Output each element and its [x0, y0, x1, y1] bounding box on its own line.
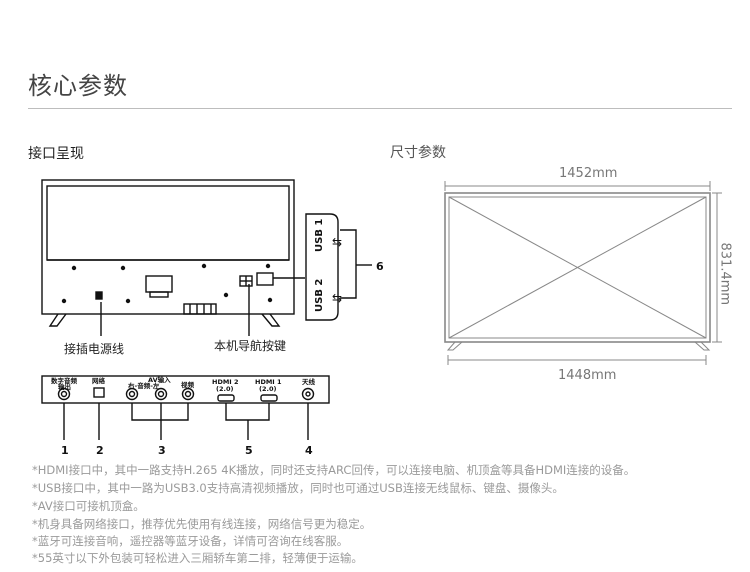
hdmi1-label: HDMI 1: [255, 378, 282, 386]
height-value: 831.4mm: [717, 242, 733, 306]
callout-2: 2: [96, 444, 104, 457]
note-usb: *USB接口中，其中一路为USB3.0支持高清视频播放，同时也可通过USB连接无…: [32, 481, 564, 495]
antenna-label: 天线: [302, 377, 316, 386]
network-label: 网络: [92, 376, 106, 385]
top-width-value: 1452mm: [559, 166, 618, 181]
audio-out-label: 数字音频: [51, 376, 78, 385]
tv-front-outline: [444, 192, 711, 343]
usb1-label: USB 1: [314, 219, 325, 252]
dimension-diagram: [444, 181, 722, 365]
bottom-width-value: 1448mm: [558, 368, 617, 383]
note-packaging: *55英寸以下外包装可轻松进入三厢轿车第二排，轻薄便于运输。: [32, 551, 363, 565]
left-stand: [48, 313, 67, 327]
callout-5: 5: [245, 444, 253, 457]
note-network: *机身具备网络接口，推荐优先使用有线连接，网络信号更为稳定。: [32, 517, 372, 531]
video-label: 视频: [181, 380, 195, 389]
tv-back-view: [41, 179, 305, 336]
audio-out-label-2: 输出: [58, 382, 71, 391]
note-hdmi: *HDMI接口中，其中一路支持H.265 4K播放，同时还支持ARC回传，可以连…: [32, 463, 636, 477]
hdmi2-version: (2.0): [216, 385, 233, 393]
callout-4: 4: [305, 444, 313, 457]
power-cable-label: 接插电源线: [64, 342, 125, 356]
tv-back-outline: [41, 179, 295, 315]
note-bluetooth: *蓝牙可连接音响，遥控器等蓝牙设备，详情可咨询在线客服。: [32, 534, 349, 548]
av-audio-label: 右-音频-左: [127, 381, 160, 390]
usb2-icon: ⇆: [332, 291, 342, 305]
usb-callout-number: 6: [376, 260, 384, 273]
callout-3: 3: [158, 444, 166, 457]
usb2-label: USB 2: [314, 279, 325, 312]
ports-section-title: 接口呈现: [28, 146, 84, 162]
port-panel: [41, 375, 330, 440]
hdmi1-version: (2.0): [259, 385, 276, 393]
hdmi2-label: HDMI 2: [212, 378, 239, 386]
right-stand: [261, 313, 281, 327]
usb1-icon: ⇆: [332, 235, 342, 249]
title-divider: [28, 108, 732, 109]
usb-side-panel: [305, 213, 372, 321]
page-title: 核心参数: [28, 72, 128, 100]
av-input-label: AV输入: [148, 375, 171, 384]
dimensions-section-title: 尺寸参数: [390, 145, 446, 161]
callout-1: 1: [61, 444, 69, 457]
note-av: *AV接口可接机顶盒。: [32, 499, 145, 513]
navigation-keys-label: 本机导航按键: [214, 339, 287, 353]
